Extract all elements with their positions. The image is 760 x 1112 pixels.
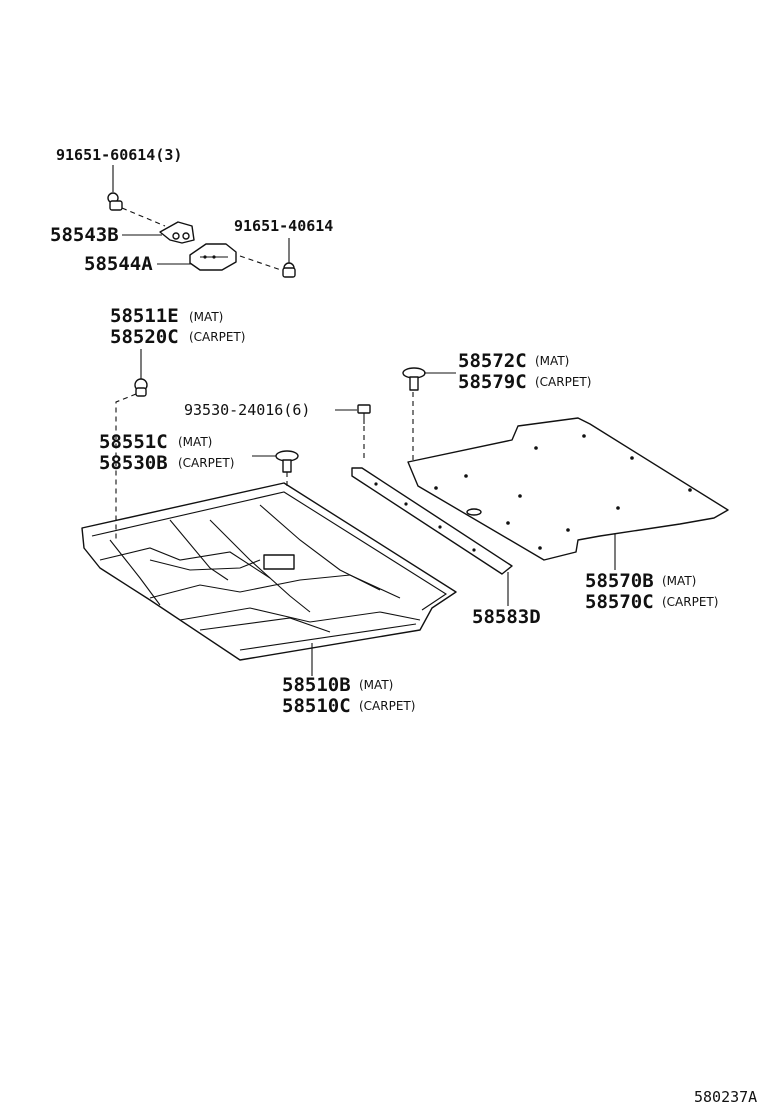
- label-58510B-note: (MAT): [359, 678, 393, 692]
- label-58510B: 58510B: [282, 674, 351, 696]
- label-58511E: 58511E: [110, 305, 179, 327]
- diagram-code: 580237A: [694, 1088, 757, 1106]
- floor-mat-58510: [81, 482, 457, 661]
- label-58511E-note: (MAT): [189, 310, 223, 324]
- label-58530B-note: (CARPET): [178, 456, 234, 470]
- label-58570B-note: (MAT): [662, 574, 696, 588]
- label-58579C-note: (CARPET): [535, 375, 591, 389]
- label-58530B: 58530B: [99, 452, 168, 474]
- label-58572C-note: (MAT): [535, 354, 569, 368]
- label-58579C: 58579C: [458, 371, 527, 393]
- bracket-58544A: [189, 243, 237, 271]
- clip-58551C: [275, 450, 299, 473]
- clip-58572C: [402, 367, 426, 391]
- strip-58583D: [351, 467, 513, 575]
- label-58520C: 58520C: [110, 326, 179, 348]
- bracket-58543B: [159, 221, 195, 244]
- label-91651-60614: 91651-60614(3): [56, 146, 182, 164]
- label-58570C-note: (CARPET): [662, 595, 718, 609]
- label-58551C-note: (MAT): [178, 435, 212, 449]
- label-58543B: 58543B: [50, 224, 119, 246]
- label-58520C-note: (CARPET): [189, 330, 245, 344]
- rear-mat-58570: [407, 417, 729, 561]
- label-58583D: 58583D: [472, 606, 541, 628]
- screw-93530-24016: [357, 404, 371, 424]
- dash-bolt-to-bracket: [121, 207, 166, 227]
- label-93530-24016: 93530-24016(6): [184, 401, 310, 419]
- label-58570C: 58570C: [585, 591, 654, 613]
- label-58551C: 58551C: [99, 431, 168, 453]
- label-91651-40614: 91651-40614: [234, 217, 333, 235]
- label-58544A: 58544A: [84, 253, 153, 275]
- bolt-91651-40614: [282, 262, 296, 278]
- dash-clip-58511E: [115, 393, 137, 540]
- dash-bracket-to-bolt: [239, 255, 282, 271]
- bolt-91651-60614: [107, 192, 123, 211]
- label-58570B: 58570B: [585, 570, 654, 592]
- label-58510C-note: (CARPET): [359, 699, 415, 713]
- label-58510C: 58510C: [282, 695, 351, 717]
- label-58572C: 58572C: [458, 350, 527, 372]
- clip-58511E: [134, 378, 148, 397]
